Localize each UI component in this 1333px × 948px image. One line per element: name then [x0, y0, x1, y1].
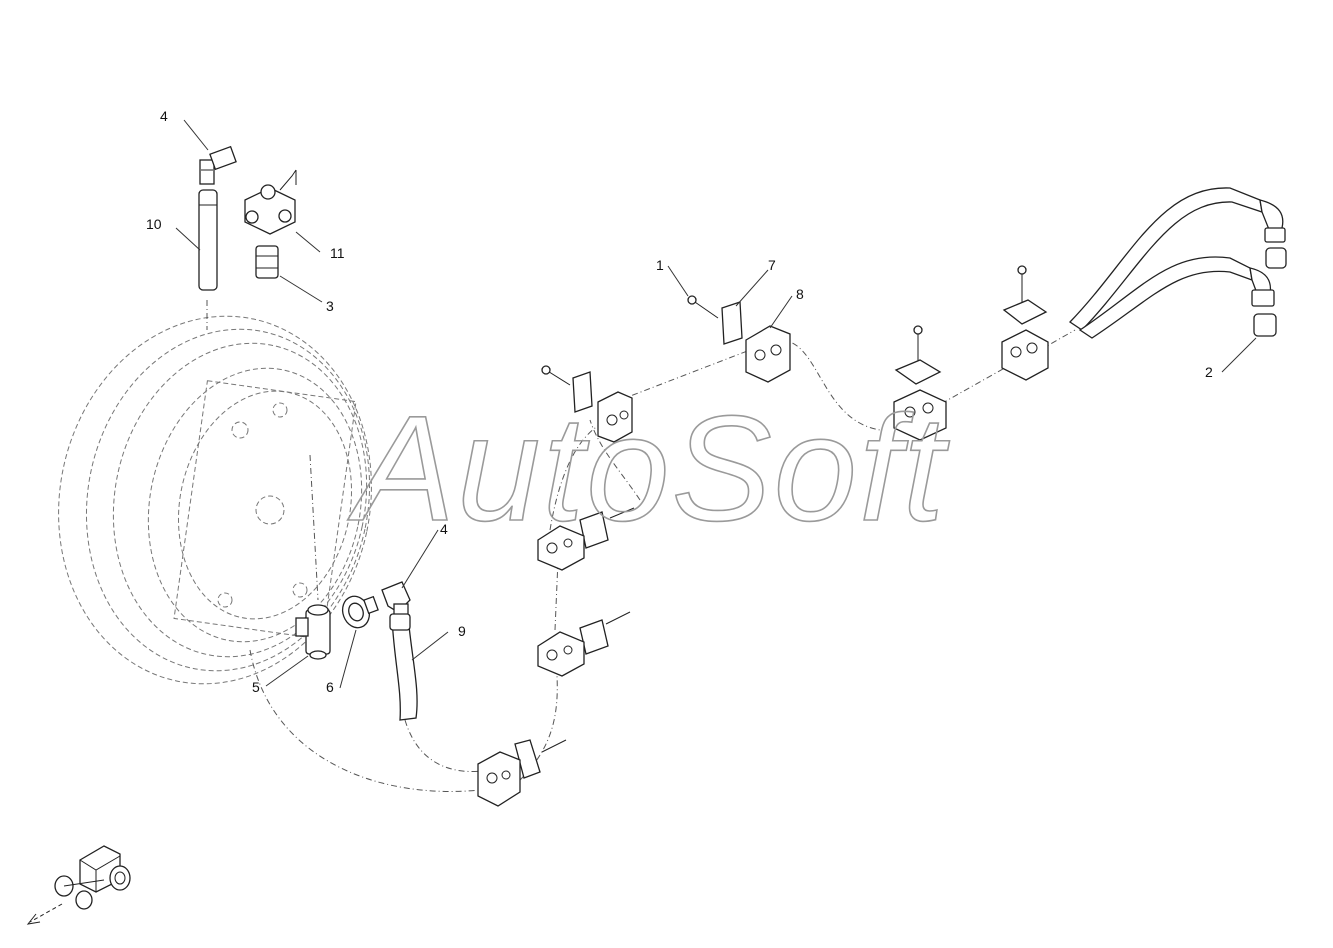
callout-1: 1: [656, 257, 664, 273]
clamp-assembly-6: [1001, 265, 1049, 381]
clamp-assembly-top: [687, 295, 791, 383]
callout-labels: 4 10 11 3 1 7 8 2 4 9 5 6: [146, 108, 1213, 695]
callout-leaders: [175, 119, 1257, 689]
clamp-assembly-2: [541, 365, 633, 443]
hose-part-9: [389, 613, 418, 721]
tractor-orientation-icon: [54, 845, 131, 910]
wheel-phantom: [58, 315, 372, 685]
callout-11: 11: [330, 245, 345, 261]
clamp-assembly-bottom: [477, 739, 567, 807]
callout-2: 2: [1205, 364, 1213, 380]
callout-5: 5: [252, 679, 260, 695]
callout-7: 7: [768, 257, 776, 273]
elbow-fitting-part-4-top: [199, 145, 237, 185]
callout-4-top: 4: [160, 108, 168, 124]
callout-3: 3: [326, 298, 334, 314]
direction-arrow-icon: [26, 903, 63, 925]
nut-part-3: [255, 245, 279, 279]
callout-4-lower: 4: [440, 521, 448, 537]
elbow-fitting-part-4-lower: [381, 581, 411, 619]
clamp-assembly-4: [537, 611, 631, 677]
valve-part-11: [244, 169, 297, 235]
callout-8: 8: [796, 286, 804, 302]
hoses-right: [1068, 187, 1286, 339]
clamp-assembly-5: [893, 325, 947, 441]
callout-10: 10: [146, 216, 162, 232]
watermark-text: AutoSoft: [347, 384, 950, 552]
tee-fitting-part-5: [295, 604, 331, 660]
adapter-part-6: [341, 595, 379, 629]
fitting-part-2: [1253, 247, 1287, 337]
hose-part-10: [198, 189, 218, 291]
callout-6: 6: [326, 679, 334, 695]
callout-9: 9: [458, 623, 466, 639]
clamp-assembly-3: [537, 507, 635, 571]
